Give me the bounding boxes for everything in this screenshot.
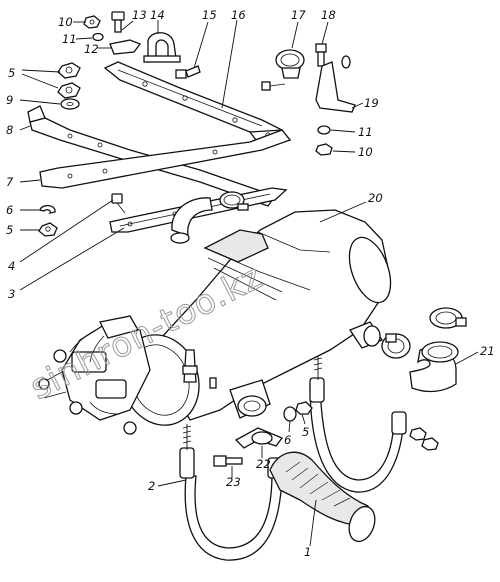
rubber-pad-1 xyxy=(269,451,376,543)
callout-5-lower: 5 xyxy=(302,425,309,439)
nut-5-top xyxy=(57,62,81,79)
callout-21: 21 xyxy=(480,344,495,358)
clamp-17 xyxy=(275,49,305,79)
bolt-23 xyxy=(213,455,243,467)
callout-18: 18 xyxy=(321,8,336,22)
bolt-13 xyxy=(111,11,125,33)
callout-6-left: 6 xyxy=(6,203,13,217)
nut-strap-right xyxy=(409,427,439,451)
elbow-hose-upper xyxy=(170,197,213,244)
callout-16: 16 xyxy=(231,8,246,22)
callout-8: 8 xyxy=(6,123,13,137)
callout-6-lower: 6 xyxy=(284,433,291,447)
callout-4: 4 xyxy=(8,259,15,273)
callout-19: 19 xyxy=(364,96,379,110)
strap-2 xyxy=(179,424,283,561)
callout-10-top: 10 xyxy=(58,15,73,29)
callout-20: 20 xyxy=(368,191,383,205)
callout-9: 9 xyxy=(6,93,13,107)
hose-clamp-right xyxy=(381,333,411,359)
callout-leaders xyxy=(19,19,479,547)
clamp-14 xyxy=(143,32,181,63)
callout-2: 2 xyxy=(148,479,155,493)
callout-7: 7 xyxy=(6,175,14,189)
heater-body-20 xyxy=(149,209,392,421)
callout-12: 12 xyxy=(84,42,99,56)
callout-22: 22 xyxy=(256,457,271,471)
callout-10-right: 10 xyxy=(358,145,373,159)
hose-21 xyxy=(409,341,459,393)
mounting-bracket-16 xyxy=(103,61,292,149)
strap-right xyxy=(309,356,407,493)
callout-17: 17 xyxy=(291,8,306,22)
lock-washer-6-lower xyxy=(283,406,297,422)
washer-11-right xyxy=(317,125,331,135)
callout-11-right: 11 xyxy=(358,125,373,139)
callout-13: 13 xyxy=(132,8,147,22)
bolt-18 xyxy=(315,43,327,67)
clamp-22 xyxy=(234,427,284,449)
callout-1: 1 xyxy=(304,545,311,559)
nut-10-top xyxy=(83,15,101,29)
hose-clamp-right-top xyxy=(429,307,467,329)
callout-11-top: 11 xyxy=(62,32,77,46)
washer-5-mid xyxy=(57,82,81,99)
bolt-4 xyxy=(111,193,126,214)
callout-15: 15 xyxy=(202,8,217,22)
lock-washer-6 xyxy=(39,204,56,214)
burner-assembly xyxy=(38,315,217,435)
callout-5-top: 5 xyxy=(8,66,15,80)
callout-23: 23 xyxy=(226,475,241,489)
nut-10-right xyxy=(315,143,333,156)
strip-7 xyxy=(39,129,292,189)
bolt-17-horizontal xyxy=(261,81,286,91)
nut-5-lower xyxy=(295,401,313,415)
callout-14: 14 xyxy=(150,8,165,22)
hose-clamp-upper xyxy=(219,191,249,211)
small-washer-18 xyxy=(341,55,351,69)
callout-3: 3 xyxy=(8,287,15,301)
nut-5-bottom xyxy=(38,222,58,237)
washer-11-top xyxy=(92,32,104,42)
washer-9 xyxy=(60,98,80,110)
bracket-12 xyxy=(109,39,142,55)
bracket-19 xyxy=(315,61,356,113)
callout-5-left: 5 xyxy=(6,223,13,237)
bolt-15 xyxy=(175,65,201,79)
callout-labels: 10 11 13 14 15 16 17 18 12 5 9 8 19 11 1… xyxy=(6,8,495,559)
